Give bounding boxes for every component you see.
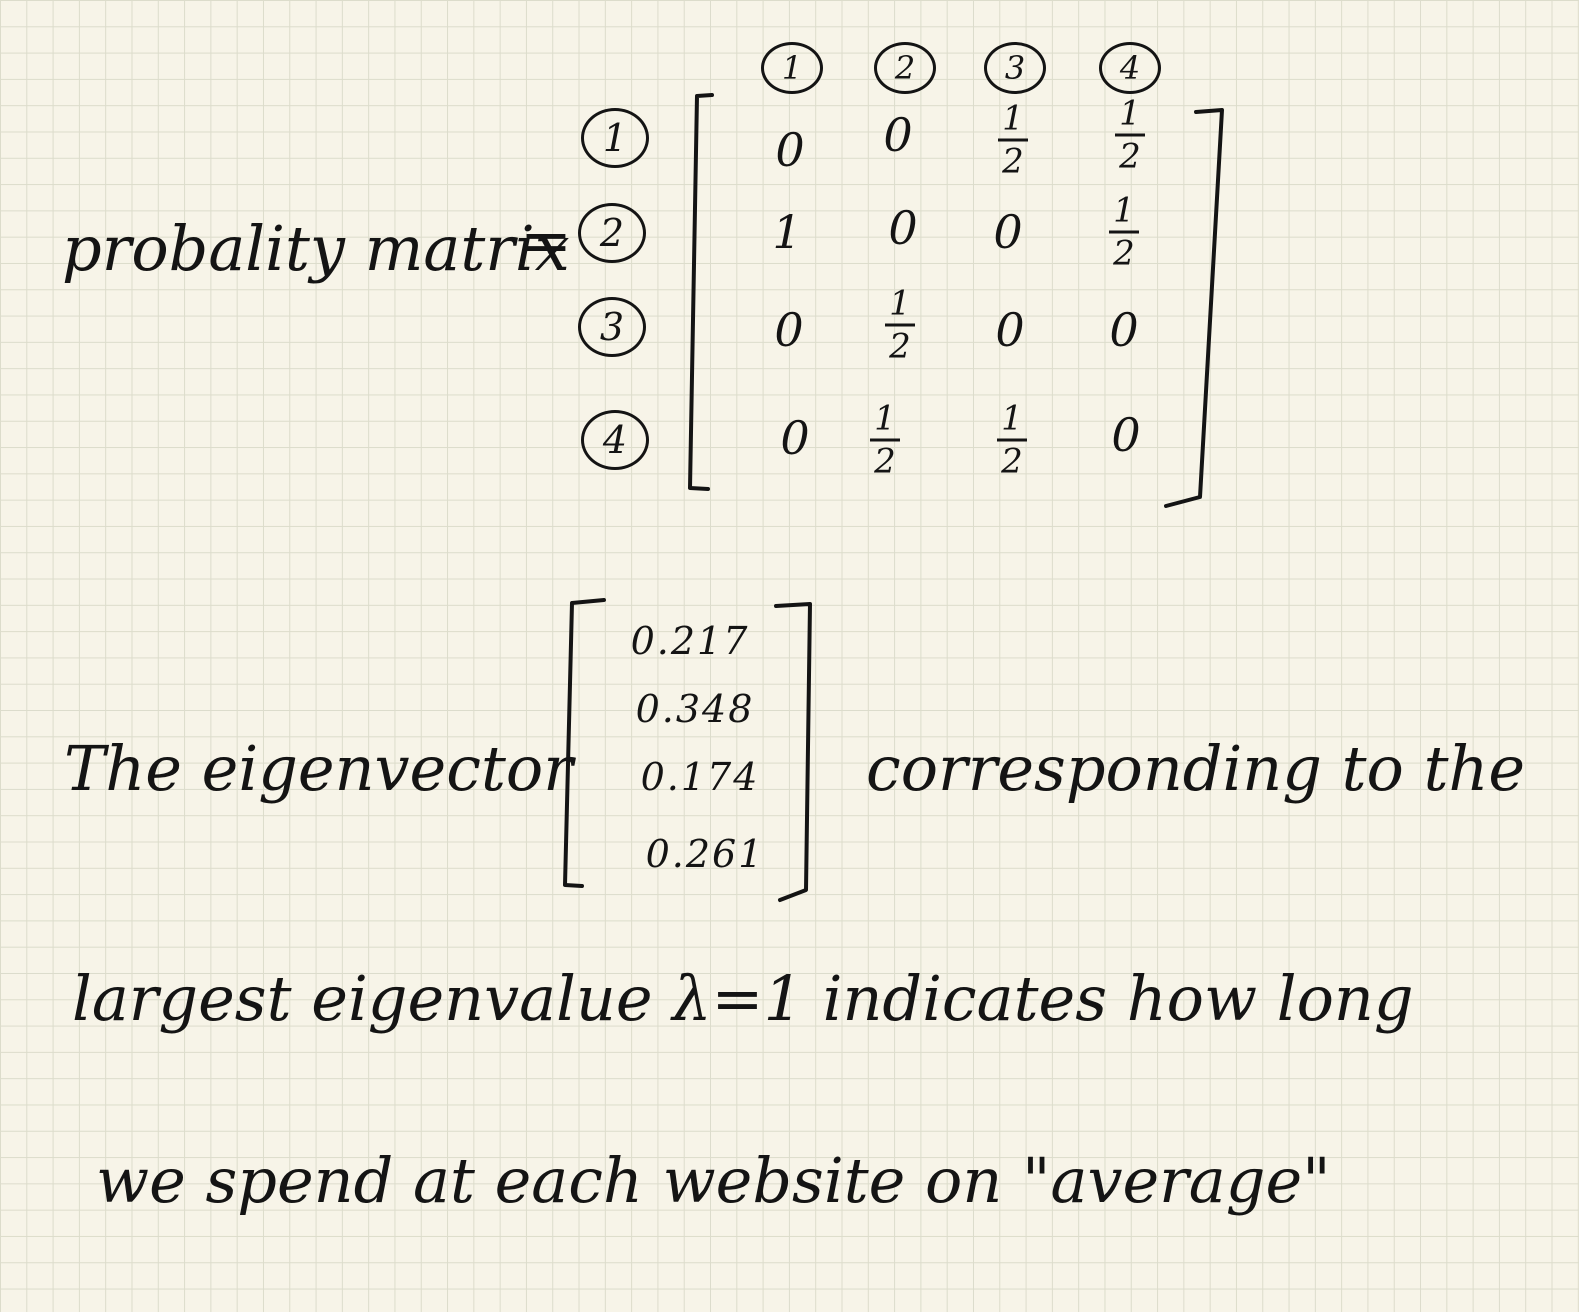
fraction-denominator: 2 bbox=[1001, 441, 1023, 482]
sentence-line-2: largest eigenvalue λ=1 indicates how lon… bbox=[72, 962, 1414, 1035]
matrix-cell: 0 bbox=[883, 108, 913, 162]
fraction-bar bbox=[1115, 133, 1145, 137]
eigenvector-entry: 0.348 bbox=[635, 687, 755, 731]
eigenvector-entry: 0.174 bbox=[640, 755, 760, 799]
sentence-start: The eigenvector bbox=[64, 732, 573, 805]
fraction-denominator: 2 bbox=[1119, 136, 1141, 177]
matrix-cell: 0 bbox=[888, 201, 918, 255]
row-label-4: 4 bbox=[581, 410, 649, 470]
fraction-bar bbox=[998, 138, 1028, 142]
matrix-right-bracket bbox=[1164, 108, 1224, 508]
col-label-4: 4 bbox=[1099, 42, 1161, 94]
vector-left-bracket bbox=[563, 598, 606, 888]
fraction-denominator: 2 bbox=[889, 326, 911, 367]
fraction-numerator: 1 bbox=[1001, 398, 1023, 439]
vector-right-bracket bbox=[774, 602, 812, 902]
fraction-numerator: 1 bbox=[889, 283, 911, 324]
matrix-left-bracket bbox=[688, 93, 714, 491]
row-label-3: 3 bbox=[578, 297, 646, 357]
equals-sign: = bbox=[520, 204, 572, 277]
fraction-denominator: 2 bbox=[874, 441, 896, 482]
eigenvector-entry: 0.261 bbox=[645, 832, 765, 876]
sentence-after: corresponding to the bbox=[866, 732, 1526, 805]
fraction-numerator: 1 bbox=[1113, 190, 1135, 231]
fraction-bar bbox=[885, 323, 915, 327]
matrix-cell: 1 bbox=[772, 205, 802, 259]
fraction-bar bbox=[997, 438, 1027, 442]
sentence-line-3: we spend at each website on "average" bbox=[96, 1144, 1331, 1217]
fraction-bar bbox=[870, 438, 900, 442]
fraction-numerator: 1 bbox=[874, 398, 896, 439]
fraction-denominator: 2 bbox=[1113, 233, 1135, 274]
matrix-label: probality matrix bbox=[62, 212, 570, 285]
eigenvector-entry: 0.217 bbox=[630, 619, 750, 663]
fraction-denominator: 2 bbox=[1002, 141, 1024, 182]
fraction-numerator: 1 bbox=[1002, 98, 1024, 139]
col-label-1: 1 bbox=[761, 42, 823, 94]
col-label-3: 3 bbox=[984, 42, 1046, 94]
col-label-2: 2 bbox=[874, 42, 936, 94]
matrix-cell: 0 bbox=[1109, 303, 1139, 357]
matrix-cell: 0 bbox=[1111, 408, 1141, 462]
fraction-numerator: 1 bbox=[1119, 93, 1141, 134]
matrix-cell: 0 bbox=[774, 303, 804, 357]
fraction-bar bbox=[1109, 230, 1139, 234]
row-label-2: 2 bbox=[578, 203, 646, 263]
matrix-cell: 0 bbox=[993, 205, 1023, 259]
matrix-cell: 0 bbox=[995, 303, 1025, 357]
matrix-cell: 0 bbox=[775, 123, 805, 177]
matrix-cell: 0 bbox=[780, 411, 810, 465]
row-label-1: 1 bbox=[581, 108, 649, 168]
